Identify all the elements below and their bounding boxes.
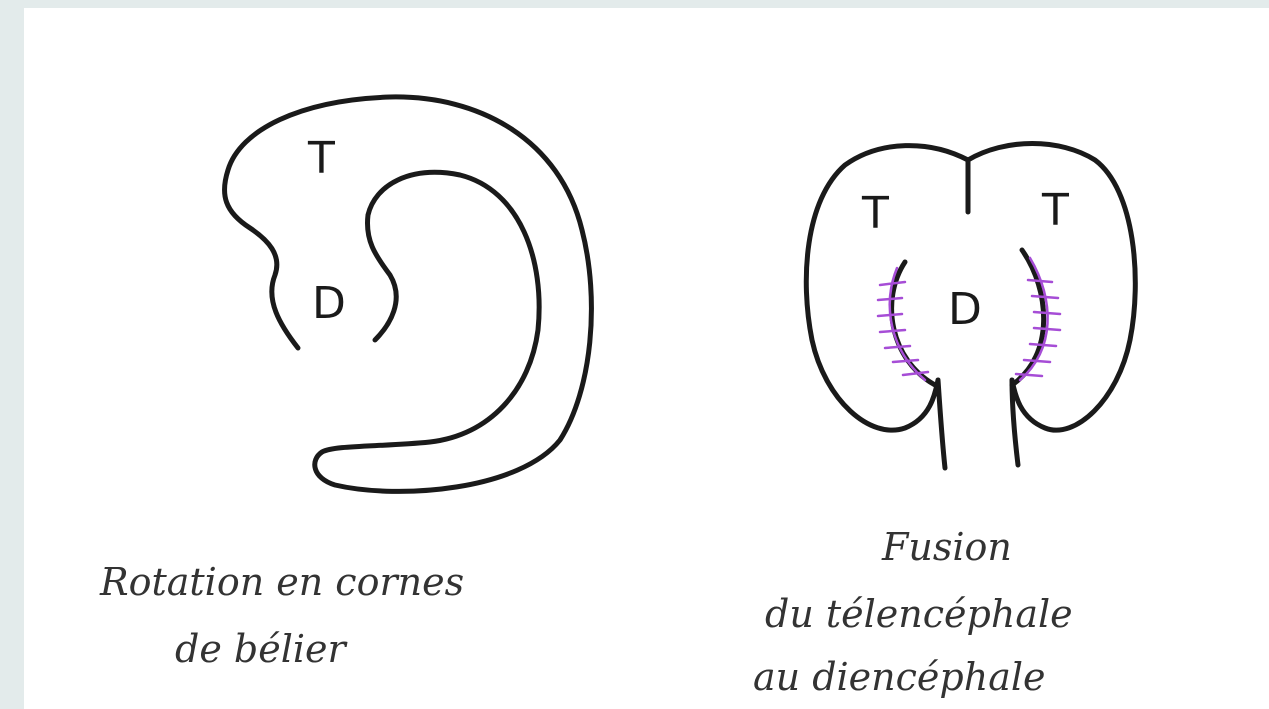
left-figure	[222, 94, 594, 494]
right-caption-line3: au diencéphale	[753, 655, 1046, 699]
left-caption-line1: Rotation en cornes	[99, 560, 464, 604]
horn-outer-outline	[222, 94, 594, 494]
left-caption-line2: de bélier	[175, 627, 349, 671]
diagram-canvas	[24, 8, 1269, 709]
right-label-telencephalon-left: T	[861, 188, 889, 239]
left-label-diencephalon: D	[312, 278, 346, 329]
right-hemisphere-outline	[965, 141, 1138, 468]
left-fusion-hatching	[876, 266, 930, 382]
left-label-telencephalon: T	[307, 133, 335, 184]
right-caption-line1: Fusion	[881, 525, 1012, 569]
right-hemisphere-inner	[1009, 247, 1047, 388]
right-label-diencephalon: D	[948, 284, 982, 335]
right-fusion-hatching	[1014, 256, 1062, 382]
left-hemisphere-outline	[803, 143, 971, 471]
right-caption-line2: du télencéphale	[765, 592, 1073, 636]
right-label-telencephalon-right: T	[1041, 185, 1069, 236]
right-figure	[803, 141, 1138, 471]
